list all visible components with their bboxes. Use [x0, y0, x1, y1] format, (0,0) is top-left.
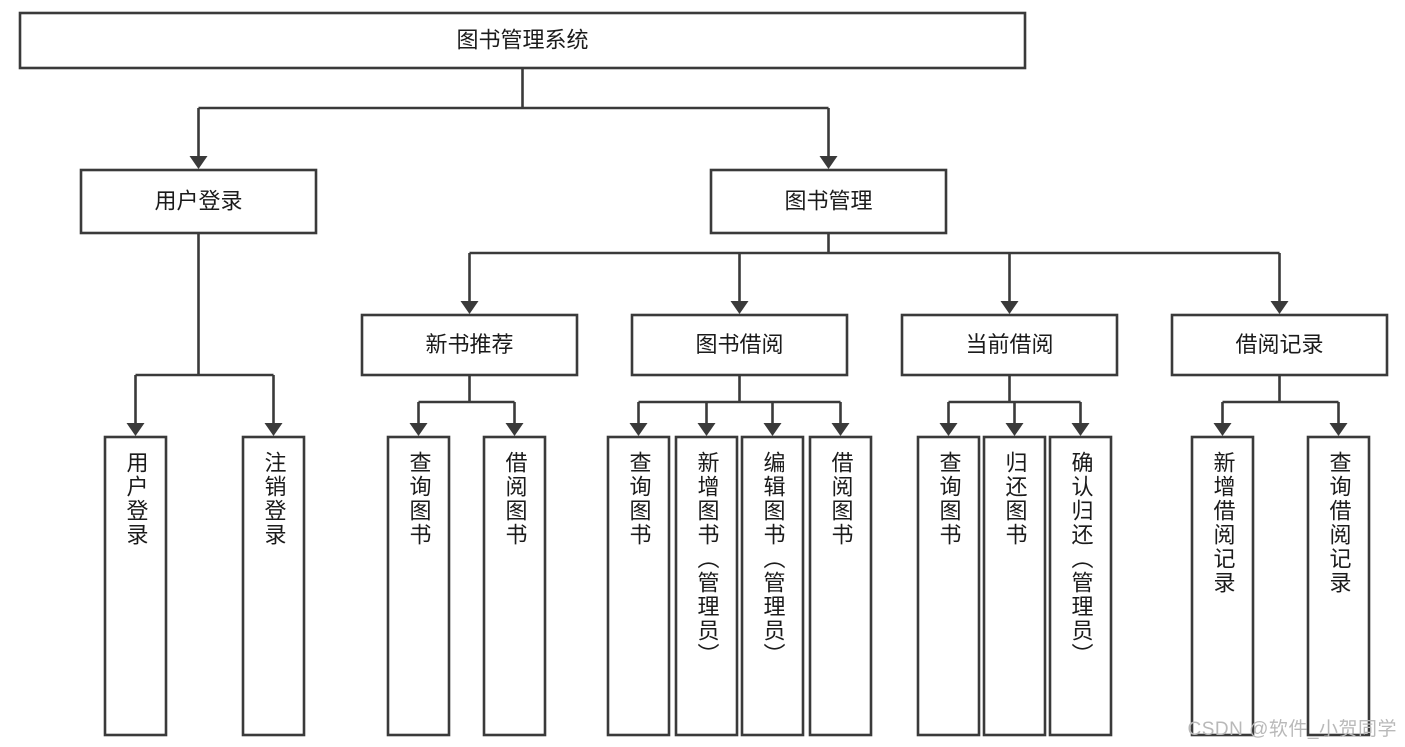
watermark-text: CSDN @软件_小贺同学	[1187, 719, 1397, 740]
node-leaf-return-book[interactable]	[982, 435, 1047, 737]
node-leaf-add-record[interactable]	[1190, 435, 1255, 737]
arrowhead-new-book-recommend	[460, 301, 479, 314]
node-leaf-confirm-return[interactable]	[1048, 435, 1113, 737]
arrowhead-leaf-query-record	[1329, 423, 1348, 436]
node-book-borrow-box[interactable]	[630, 313, 849, 377]
arrowhead-leaf-query-book-1	[409, 423, 428, 436]
arrowhead-leaf-confirm-return	[1071, 423, 1090, 436]
node-current-borrow-label: 当前借阅	[965, 332, 1053, 357]
arrowhead-leaf-add-record	[1213, 423, 1232, 436]
node-new-book-recommend-label: 新书推荐	[425, 332, 513, 357]
node-leaf-query-record[interactable]	[1306, 435, 1371, 737]
arrowhead-book-borrow	[730, 301, 749, 314]
node-borrow-record[interactable]: 借阅记录	[1170, 313, 1389, 377]
node-leaf-borrow-book-2-box[interactable]	[808, 435, 873, 737]
node-leaf-add-book-box[interactable]	[674, 435, 739, 737]
node-book-manage[interactable]: 图书管理	[709, 168, 948, 235]
node-leaf-user-login-box[interactable]	[103, 435, 168, 737]
arrowhead-book-manage	[819, 156, 838, 169]
node-leaf-edit-book[interactable]	[740, 435, 805, 737]
node-book-manage-label: 图书管理	[784, 188, 872, 213]
node-leaf-borrow-book-2[interactable]	[808, 435, 873, 737]
arrowhead-user-login	[189, 156, 208, 169]
arrowhead-leaf-query-book-3	[939, 423, 958, 436]
node-book-manage-box[interactable]	[709, 168, 948, 235]
node-leaf-user-login[interactable]	[103, 435, 168, 737]
node-current-borrow-box[interactable]	[900, 313, 1119, 377]
connector-layer	[126, 68, 1348, 436]
node-user-login[interactable]: 用户登录	[79, 168, 318, 235]
node-leaf-return-book-box[interactable]	[982, 435, 1047, 737]
node-leaf-edit-book-box[interactable]	[740, 435, 805, 737]
arrowhead-leaf-borrow-book-1	[505, 423, 524, 436]
arrowhead-leaf-borrow-book-2	[831, 423, 850, 436]
node-leaf-query-book-3[interactable]	[916, 435, 981, 737]
node-user-login-box[interactable]	[79, 168, 318, 235]
node-root-book-management-system-box[interactable]	[18, 11, 1027, 70]
node-borrow-record-label: 借阅记录	[1235, 332, 1323, 357]
node-leaf-query-book-3-box[interactable]	[916, 435, 981, 737]
node-leaf-query-book-2[interactable]	[606, 435, 671, 737]
node-new-book-recommend[interactable]: 新书推荐	[360, 313, 579, 377]
arrowhead-leaf-user-login	[126, 423, 145, 436]
arrowhead-leaf-query-book-2	[629, 423, 648, 436]
node-leaf-confirm-return-box[interactable]	[1048, 435, 1113, 737]
arrowhead-leaf-edit-book	[763, 423, 782, 436]
node-leaf-query-book-2-box[interactable]	[606, 435, 671, 737]
node-book-borrow-label: 图书借阅	[695, 332, 783, 357]
node-leaf-borrow-book-1-box[interactable]	[482, 435, 547, 737]
arrowhead-current-borrow	[1000, 301, 1019, 314]
arrowhead-leaf-add-book	[697, 423, 716, 436]
node-user-login-label: 用户登录	[154, 188, 242, 213]
arrowhead-leaf-user-logout	[264, 423, 283, 436]
node-leaf-borrow-book-1[interactable]	[482, 435, 547, 737]
node-leaf-add-book[interactable]	[674, 435, 739, 737]
node-current-borrow[interactable]: 当前借阅	[900, 313, 1119, 377]
node-book-borrow[interactable]: 图书借阅	[630, 313, 849, 377]
node-leaf-user-logout[interactable]	[241, 435, 306, 737]
node-new-book-recommend-box[interactable]	[360, 313, 579, 377]
node-leaf-query-book-1[interactable]	[386, 435, 451, 737]
node-leaf-add-record-box[interactable]	[1190, 435, 1255, 737]
node-leaf-user-logout-box[interactable]	[241, 435, 306, 737]
node-borrow-record-box[interactable]	[1170, 313, 1389, 377]
arrowhead-borrow-record	[1270, 301, 1289, 314]
node-root-book-management-system-label: 图书管理系统	[456, 27, 588, 52]
arrowhead-leaf-return-book	[1005, 423, 1024, 436]
node-leaf-query-book-1-box[interactable]	[386, 435, 451, 737]
node-leaf-query-record-box[interactable]	[1306, 435, 1371, 737]
node-root-book-management-system[interactable]: 图书管理系统	[18, 11, 1027, 70]
